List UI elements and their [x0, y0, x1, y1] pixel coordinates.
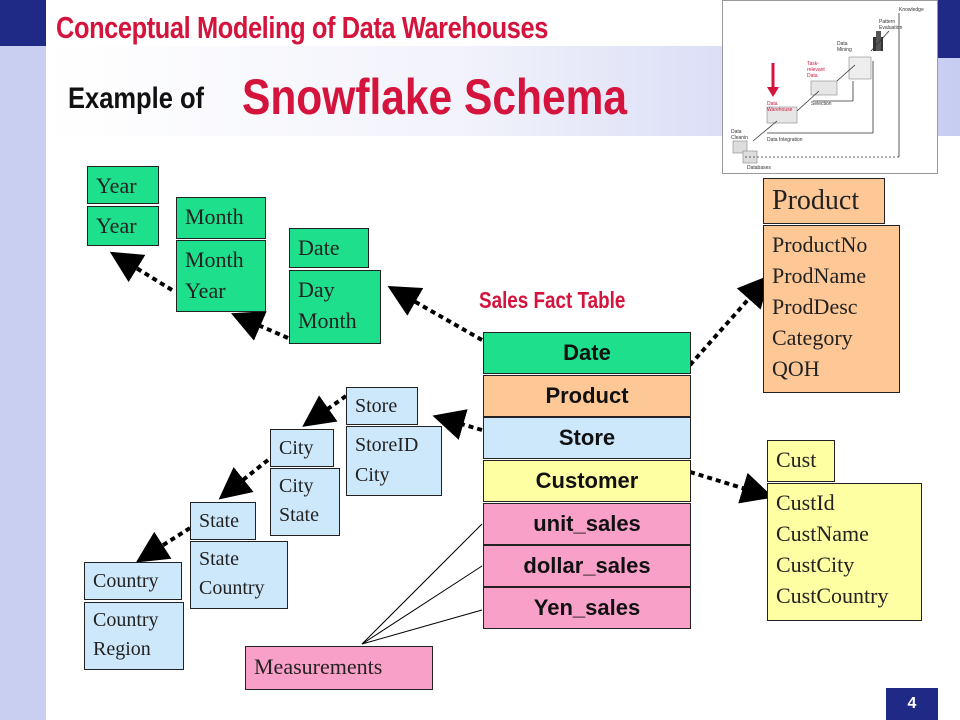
- fact-row-yen-sales: Yen_sales: [483, 587, 691, 629]
- city-table-name: City: [270, 429, 334, 467]
- fact-table-label: Sales Fact Table: [479, 287, 626, 313]
- fact-row-dollar-sales: dollar_sales: [483, 545, 691, 587]
- product-table-name: Product: [763, 178, 885, 224]
- country-table-name: Country: [84, 562, 182, 600]
- corner-accent: [0, 0, 46, 46]
- year-table-attrs: Year: [87, 206, 159, 246]
- cust-table-attrs: CustId CustName CustCity CustCountry: [767, 483, 922, 621]
- right-accent: [938, 0, 960, 58]
- subtitle-main: Snowflake Schema: [242, 69, 628, 125]
- measurement-lines: [361, 523, 483, 645]
- inset-label-selection: Selection: [811, 101, 832, 107]
- inset-label-databases: Databases: [747, 165, 771, 171]
- inset-label-task-relevant-data: Task- relevant Data: [807, 61, 825, 79]
- cust-table-name: Cust: [767, 440, 835, 482]
- month-table-name: Month: [176, 197, 266, 239]
- month-table-attrs: Month Year: [176, 240, 266, 312]
- measurements-label: Measurements: [245, 646, 433, 690]
- city-table-attrs: City State: [270, 468, 340, 536]
- left-sidebar-band: [0, 0, 46, 720]
- store-table-attrs: StoreID City: [346, 426, 442, 496]
- date-table-attrs: Day Month: [289, 270, 381, 344]
- kdd-process-inset: Knowledge Pattern Evaluation Data Mining…: [722, 0, 938, 174]
- date-table-name: Date: [289, 228, 369, 268]
- subtitle-prefix: Example of: [68, 82, 205, 115]
- state-table-name: State: [190, 502, 256, 540]
- state-table-attrs: State Country: [190, 541, 288, 609]
- inset-label-knowledge: Knowledge: [899, 7, 924, 13]
- fact-row-unit-sales: unit_sales: [483, 503, 691, 545]
- kdd-inset-graphic: [732, 13, 900, 164]
- fact-row-product: Product: [483, 375, 691, 417]
- product-table-attrs: ProductNo ProdName ProdDesc Category QOH: [763, 225, 900, 393]
- fact-row-store: Store: [483, 417, 691, 459]
- inset-label-data-cleaning: Data Cleanin: [731, 129, 748, 141]
- fact-row-customer: Customer: [483, 460, 691, 502]
- inset-label-data-mining: Data Mining: [837, 41, 852, 53]
- inset-label-pattern-evaluation: Pattern Evaluation: [879, 19, 903, 31]
- country-table-attrs: Country Region: [84, 602, 184, 670]
- inset-label-data-warehouse: Data Warehouse: [767, 101, 793, 113]
- dotted-arrows: [109, 251, 774, 563]
- store-table-name: Store: [346, 387, 418, 425]
- fact-row-date: Date: [483, 332, 691, 374]
- page-number: 4: [886, 688, 938, 720]
- inset-label-data-integration: Data Integration: [767, 137, 803, 143]
- year-table-name: Year: [87, 166, 159, 204]
- slide-title: Conceptual Modeling of Data Warehouses: [56, 10, 548, 45]
